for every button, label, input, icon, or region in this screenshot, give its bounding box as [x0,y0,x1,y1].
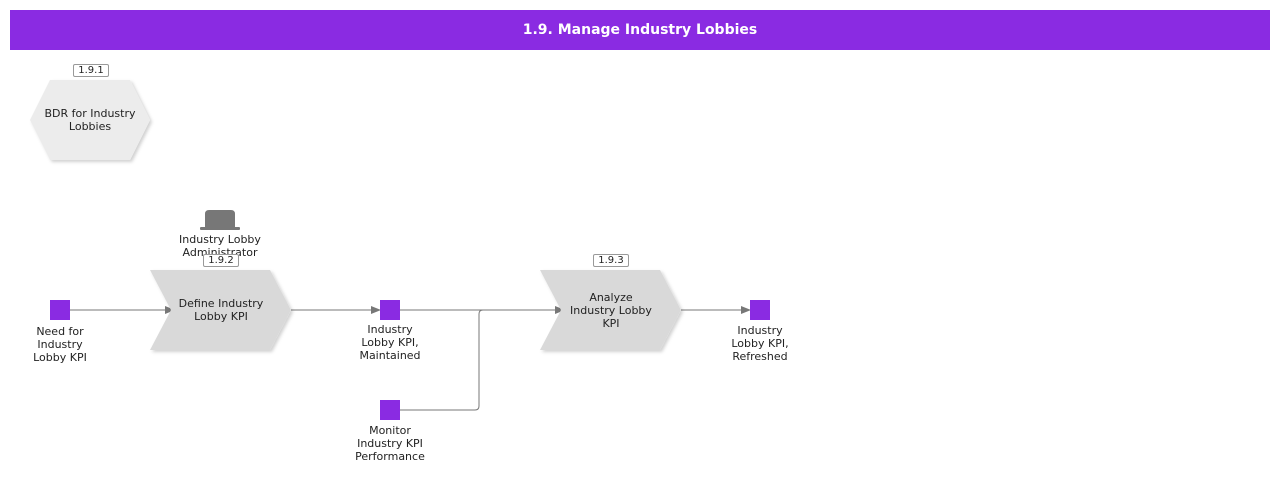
event-shape-need[interactable] [50,300,70,320]
process-id-badge: 1.9.1 [73,64,109,77]
event-label-need: Need for Industry Lobby KPI [33,325,87,364]
diagram-title: 1.9. Manage Industry Lobbies [10,10,1270,50]
event-label-maintained: Industry Lobby KPI, Maintained [359,323,421,362]
function-label-analyze: Analyze Industry Lobby KPI [570,290,652,330]
process-interface-shape[interactable] [30,80,150,160]
event-shape-monitor[interactable] [380,400,400,420]
process-interface-label: BDR for Industry Lobbies [44,107,136,133]
hat-icon[interactable] [200,210,240,230]
event-label-refreshed: Industry Lobby KPI, Refreshed [731,324,789,363]
function-shape-analyze[interactable] [540,270,681,350]
connector-monitor-to-analyze [400,309,484,411]
function-id-badge-analyze: 1.9.3 [593,254,629,267]
event-shape-maintained[interactable] [380,300,400,320]
function-id-badge-define: 1.9.2 [203,254,239,267]
function-shape-define[interactable] [150,270,291,350]
event-shape-refreshed[interactable] [750,300,770,320]
function-label-define: Define Industry Lobby KPI [178,297,264,323]
event-label-monitor: Monitor Industry KPI Performance [355,424,425,463]
